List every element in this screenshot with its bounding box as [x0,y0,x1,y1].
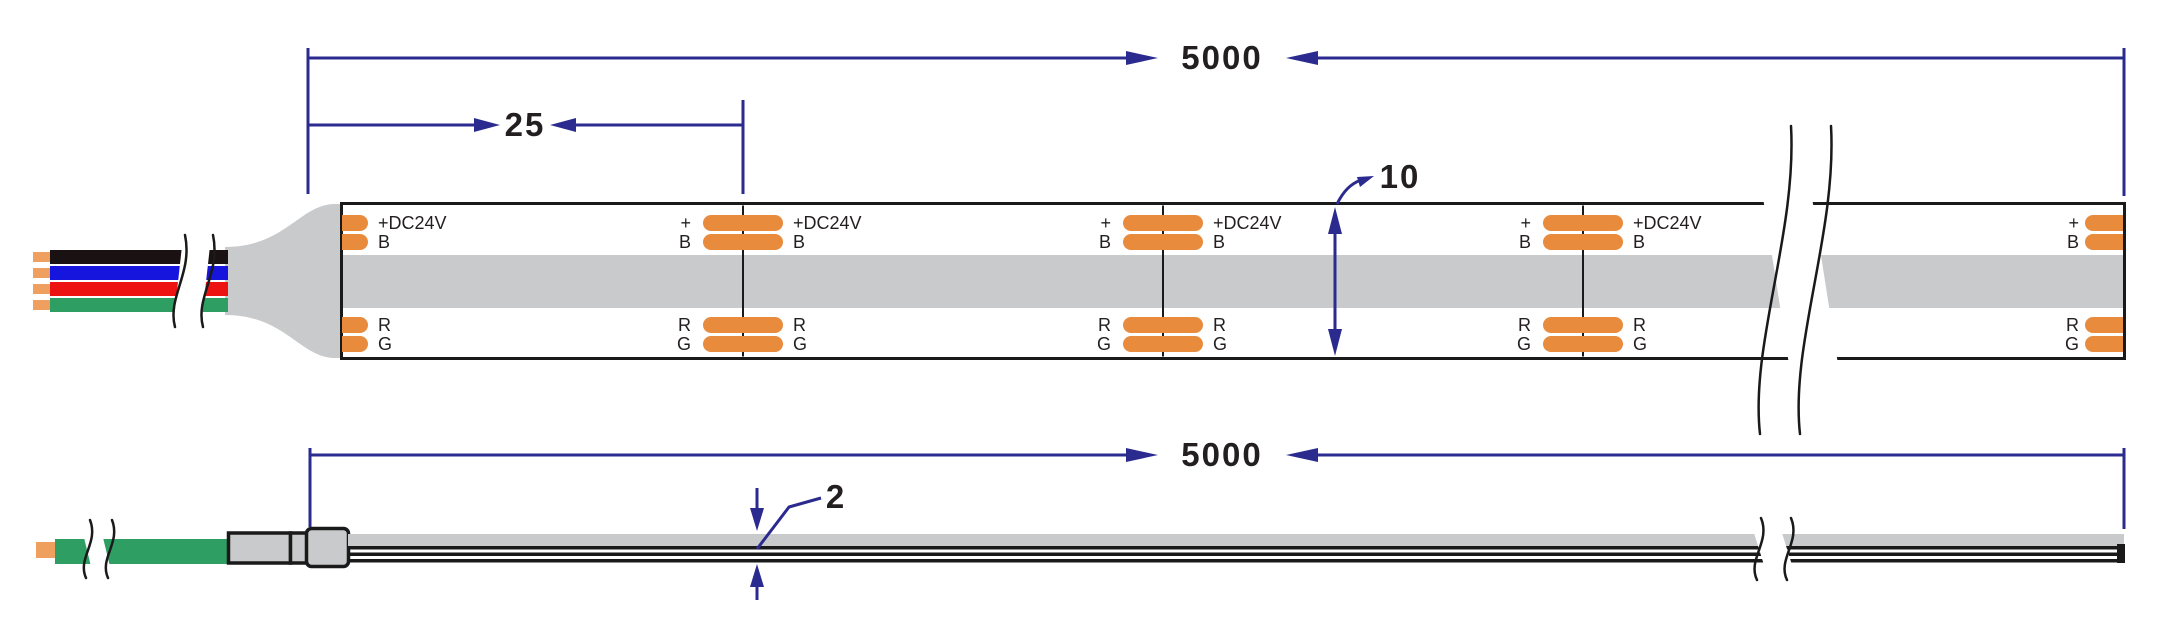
solder-pad [1543,215,1623,231]
pad-label: R [1633,315,1646,335]
dim-total-length-bottom: 5000 [310,436,2124,473]
solder-pad [2085,317,2123,333]
cut-point: + B R G +DC24V B R G [677,205,862,357]
strip-center-band [343,255,2123,308]
bottom-view-dimensions: 5000 2 [308,436,2126,600]
dim-cut-interval: 25 [309,106,743,143]
cut-point: + B R G +DC24V B R G [1097,205,1282,357]
solder-pad [1543,336,1623,352]
solder-pad [1123,215,1203,231]
solder-pad [342,234,368,250]
pad-label: +DC24V [793,213,862,233]
pad-label: R [678,315,691,335]
dim-strip-thickness: 2 [750,478,846,600]
strip-side-profile [348,534,2125,563]
pad-label: B [793,232,805,252]
strip-break-symbol [1749,516,1797,582]
pad-label: G [677,334,691,354]
solder-pad [1123,317,1203,333]
end-cap-connector-side [226,526,351,569]
pad-label: R [1518,315,1531,335]
pad-label: R [1098,315,1111,335]
pad-label: + [1520,213,1531,233]
wire-break-symbol [80,518,116,580]
pad-label: G [1633,334,1647,354]
pad-label: +DC24V [1213,213,1282,233]
pad-label: + [1100,213,1111,233]
pad-label: B [1519,232,1531,252]
strip-break-symbol [1752,124,1849,436]
solder-pad [703,317,783,333]
pad-label: G [2065,334,2079,354]
pad-label: R [793,315,806,335]
pad-label: +DC24V [1633,213,1702,233]
bottom-view [36,516,2125,582]
dim-label-strip-thickness: 2 [826,478,846,515]
top-view: +DC24V B R G + B R G +DC24V B R G [33,124,2126,436]
pad-label: B [679,232,691,252]
solder-pad [1123,234,1203,250]
dim-strip-width: 10 [1328,158,1421,356]
pad-label: R [2066,315,2079,335]
pad-label: + [2068,213,2079,233]
pad-label: B [1213,232,1225,252]
solder-pad [1543,234,1623,250]
pad-label: G [1097,334,1111,354]
pad-label: +DC24V [378,213,447,233]
end-cap-connector [225,204,342,358]
pad-group-right-end: + B R G [2065,213,2123,354]
pad-label: B [378,232,390,252]
copper-tip [33,300,51,310]
copper-tip [33,252,51,262]
pad-label: B [1633,232,1645,252]
pad-label: B [1099,232,1111,252]
solder-pad [703,336,783,352]
pad-label: + [680,213,691,233]
copper-tip [36,542,55,558]
solder-pad [703,215,783,231]
solder-pad [342,336,368,352]
wire-green-side [55,539,229,564]
solder-pad [2085,336,2123,352]
solder-pad [1123,336,1203,352]
pad-label: B [2067,232,2079,252]
dim-label-cut-interval: 25 [505,106,546,143]
pad-label: G [1213,334,1227,354]
dim-total-length-top: 5000 [308,39,2124,76]
solder-pad [342,317,368,333]
dim-label-total-length-bottom: 5000 [1181,436,1262,473]
wire-break-symbol [172,233,216,329]
pad-label: G [793,334,807,354]
copper-tip [33,284,51,294]
solder-pad [342,215,368,231]
solder-pad [1543,317,1623,333]
top-view-dimensions: 5000 25 10 [306,39,2126,356]
pad-label: R [378,315,391,335]
dim-label-strip-width: 10 [1380,158,1421,195]
strip-end-cap [2117,544,2125,563]
copper-tip [33,268,51,278]
cut-point: + B R G +DC24V B R G [1517,205,1702,357]
pad-label: G [1517,334,1531,354]
pad-label: R [1213,315,1226,335]
pad-label: G [378,334,392,354]
solder-pad [2085,215,2123,231]
solder-pad [2085,234,2123,250]
solder-pad [703,234,783,250]
pad-group-left-end: +DC24V B R G [342,213,447,354]
dim-label-total-length-top: 5000 [1181,39,1262,76]
